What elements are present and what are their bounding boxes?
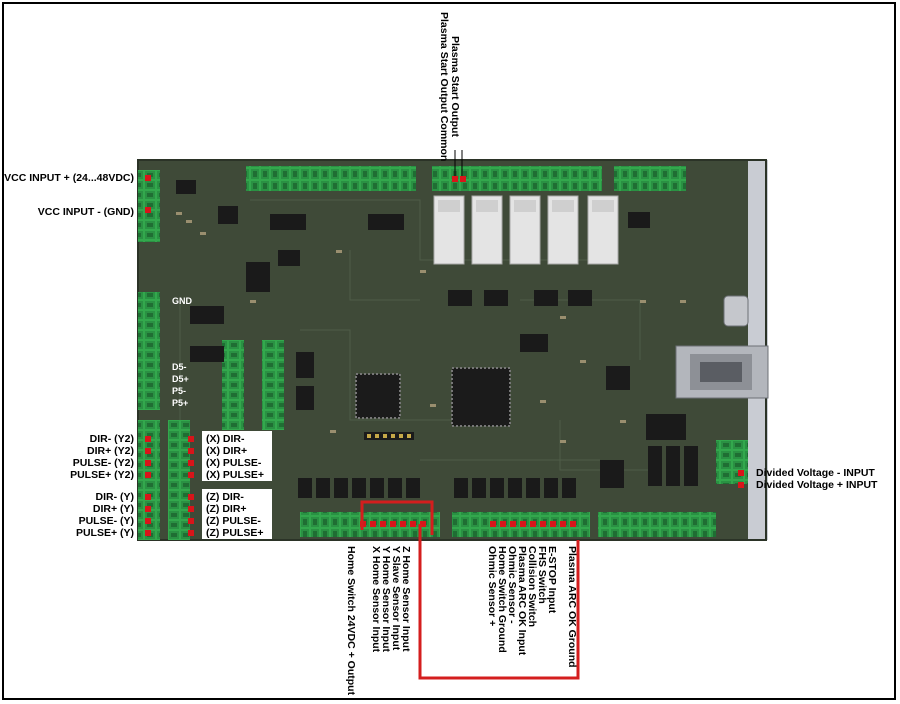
label-vcc-negative: VCC INPUT - (GND) [37, 206, 134, 218]
label-y-dir-minus: DIR- (Y) [95, 491, 135, 503]
label-y2-pulse-minus: PULSE- (Y2) [72, 457, 134, 469]
small-ics [176, 180, 698, 488]
label-y2-pulse-plus: PULSE+ (Y2) [70, 469, 134, 481]
x-label-box [202, 431, 272, 481]
terminal-right [716, 440, 748, 484]
terminal-left-mid [138, 292, 160, 410]
highlight-connection [360, 500, 580, 680]
label-y2-dir-plus: DIR+ (Y2) [87, 445, 134, 457]
label-z-home-sensor: Z Home Sensor Input [400, 546, 412, 652]
optocoupler-row [298, 478, 576, 498]
leader-lines [454, 150, 463, 176]
label-home-switch-24v: Home Switch 24VDC + Output [345, 546, 357, 696]
terminal-left-low-2 [168, 420, 190, 540]
usb-connector [723, 295, 749, 327]
ic-mcu [451, 367, 511, 427]
passives [176, 212, 686, 443]
label-y-pulse-minus: PULSE- (Y) [78, 515, 134, 527]
label-y2-dir-minus: DIR- (Y2) [89, 433, 134, 445]
silk-d5-plus: D5+ [172, 374, 189, 384]
terminal-inner-1 [222, 340, 244, 430]
label-plasma-start-common: Plasma Start Output Common [438, 12, 450, 162]
label-y-dir-plus: DIR+ (Y) [92, 503, 134, 515]
terminal-bottom-3 [598, 512, 716, 537]
label-x-dir-plus: (X) DIR+ [206, 445, 248, 457]
label-x-pulse-plus: (X) PULSE+ [206, 469, 265, 481]
label-estop-input: E-STOP Input [546, 546, 558, 614]
label-z-dir-plus: (Z) DIR+ [206, 503, 247, 515]
terminal-inner-2 [262, 340, 284, 430]
label-z-pulse-minus: (Z) PULSE- [206, 515, 261, 527]
label-y-pulse-plus: PULSE+ (Y) [75, 527, 134, 539]
terminal-top-3 [614, 166, 686, 191]
pin-header [364, 432, 414, 440]
label-z-pulse-plus: (Z) PULSE+ [206, 527, 264, 539]
label-plasma-start-output: Plasma Start Output [449, 36, 461, 137]
terminal-top-1 [246, 166, 416, 191]
ic-ethernet-phy [355, 373, 401, 419]
ic-small-1 [606, 366, 630, 390]
silk-p5-plus: P5+ [172, 398, 189, 408]
z-label-box [202, 489, 272, 539]
terminal-power [138, 170, 160, 242]
terminal-left-low-1 [138, 420, 160, 540]
silk-d5-minus: D5- [172, 362, 187, 372]
label-x-dir-minus: (X) DIR- [206, 433, 245, 445]
label-plasma-arc-ok-ground: Plasma ARC OK Ground [566, 546, 578, 668]
label-z-dir-minus: (Z) DIR- [206, 491, 244, 503]
silk-gnd: GND [172, 296, 192, 306]
label-vcc-positive: VCC INPUT + (24...48VDC) [4, 172, 134, 184]
label-divided-voltage-minus: Divided Voltage - INPUT [756, 467, 875, 479]
label-x-pulse-minus: (X) PULSE- [206, 457, 262, 469]
label-divided-voltage-plus: Divided Voltage + INPUT [756, 479, 878, 491]
silk-p5-minus: P5- [172, 386, 187, 396]
